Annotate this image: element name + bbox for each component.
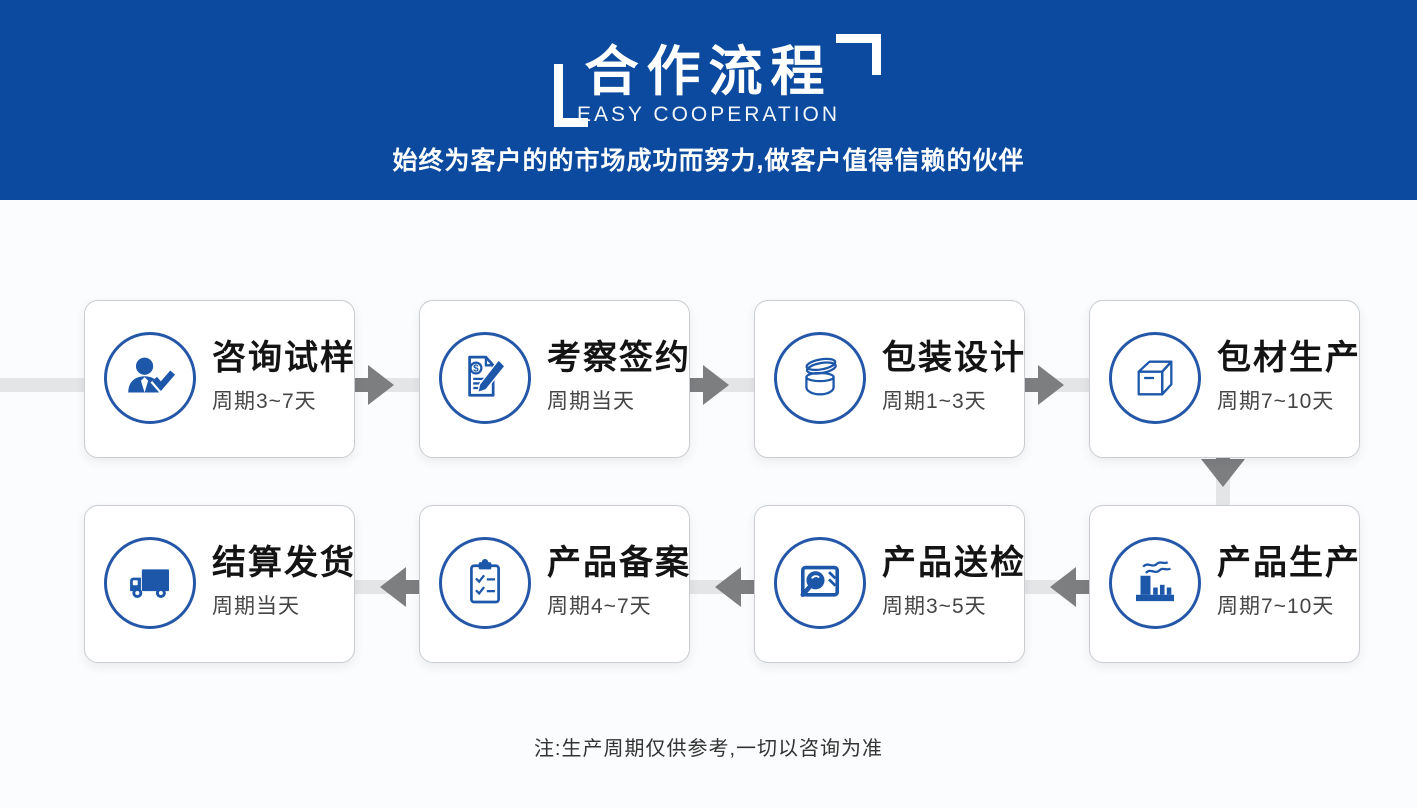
card-title: 产品生产 xyxy=(1217,544,1361,582)
process-card-product-inspection: 产品送检 周期3~5天 xyxy=(754,505,1025,663)
header-tagline: 始终为客户的的市场成功而努力,做客户值得信赖的伙伴 xyxy=(392,147,1025,175)
card-period: 周期当天 xyxy=(547,390,635,413)
card-title: 包材生产 xyxy=(1217,339,1361,377)
card-title: 咨询试样 xyxy=(212,339,356,377)
card-period: 周期3~7天 xyxy=(212,390,317,413)
process-card-consult: 咨询试样 周期3~7天 xyxy=(84,300,355,458)
card-period: 周期4~7天 xyxy=(547,595,652,618)
process-card-contract: $ 考察签约 周期当天 xyxy=(419,300,690,458)
card-title: 包装设计 xyxy=(882,339,1026,377)
footer-note: 注:生产周期仅供参考,一切以咨询为准 xyxy=(533,738,884,760)
card-period: 周期1~3天 xyxy=(882,390,987,413)
process-card-product-production: 产品生产 周期7~10天 xyxy=(1089,505,1360,663)
cream-jar-icon xyxy=(774,332,866,424)
flow-track xyxy=(0,378,86,392)
page-title: 合作流程 xyxy=(584,42,833,102)
factory-icon xyxy=(1109,537,1201,629)
card-title: 结算发货 xyxy=(212,544,356,582)
process-card-settlement-shipping: 结算发货 周期当天 xyxy=(84,505,355,663)
process-card-packaging-design: 包装设计 周期1~3天 xyxy=(754,300,1025,458)
card-title: 产品送检 xyxy=(882,544,1026,582)
page-subtitle: EASY COOPERATION xyxy=(576,103,841,126)
card-period: 周期7~10天 xyxy=(1217,390,1335,413)
title-bracket-left-icon xyxy=(554,64,588,127)
card-period: 周期当天 xyxy=(212,595,300,618)
contract-sign-icon: $ xyxy=(439,332,531,424)
clipboard-checklist-icon xyxy=(439,537,531,629)
process-card-product-filing: 产品备案 周期4~7天 xyxy=(419,505,690,663)
card-period: 周期7~10天 xyxy=(1217,595,1335,618)
card-title: 产品备案 xyxy=(547,544,691,582)
card-title: 考察签约 xyxy=(547,339,691,377)
process-card-material-production: 包材生产 周期7~10天 xyxy=(1089,300,1360,458)
package-box-icon xyxy=(1109,332,1201,424)
header-banner: 合作流程 EASY COOPERATION 始终为客户的的市场成功而努力,做客户… xyxy=(0,0,1417,200)
consult-person-check-icon xyxy=(104,332,196,424)
inspection-magnifier-icon xyxy=(774,537,866,629)
svg-text:$: $ xyxy=(473,364,479,375)
card-period: 周期3~5天 xyxy=(882,595,987,618)
delivery-truck-icon xyxy=(104,537,196,629)
title-bracket-right-icon xyxy=(836,34,881,75)
